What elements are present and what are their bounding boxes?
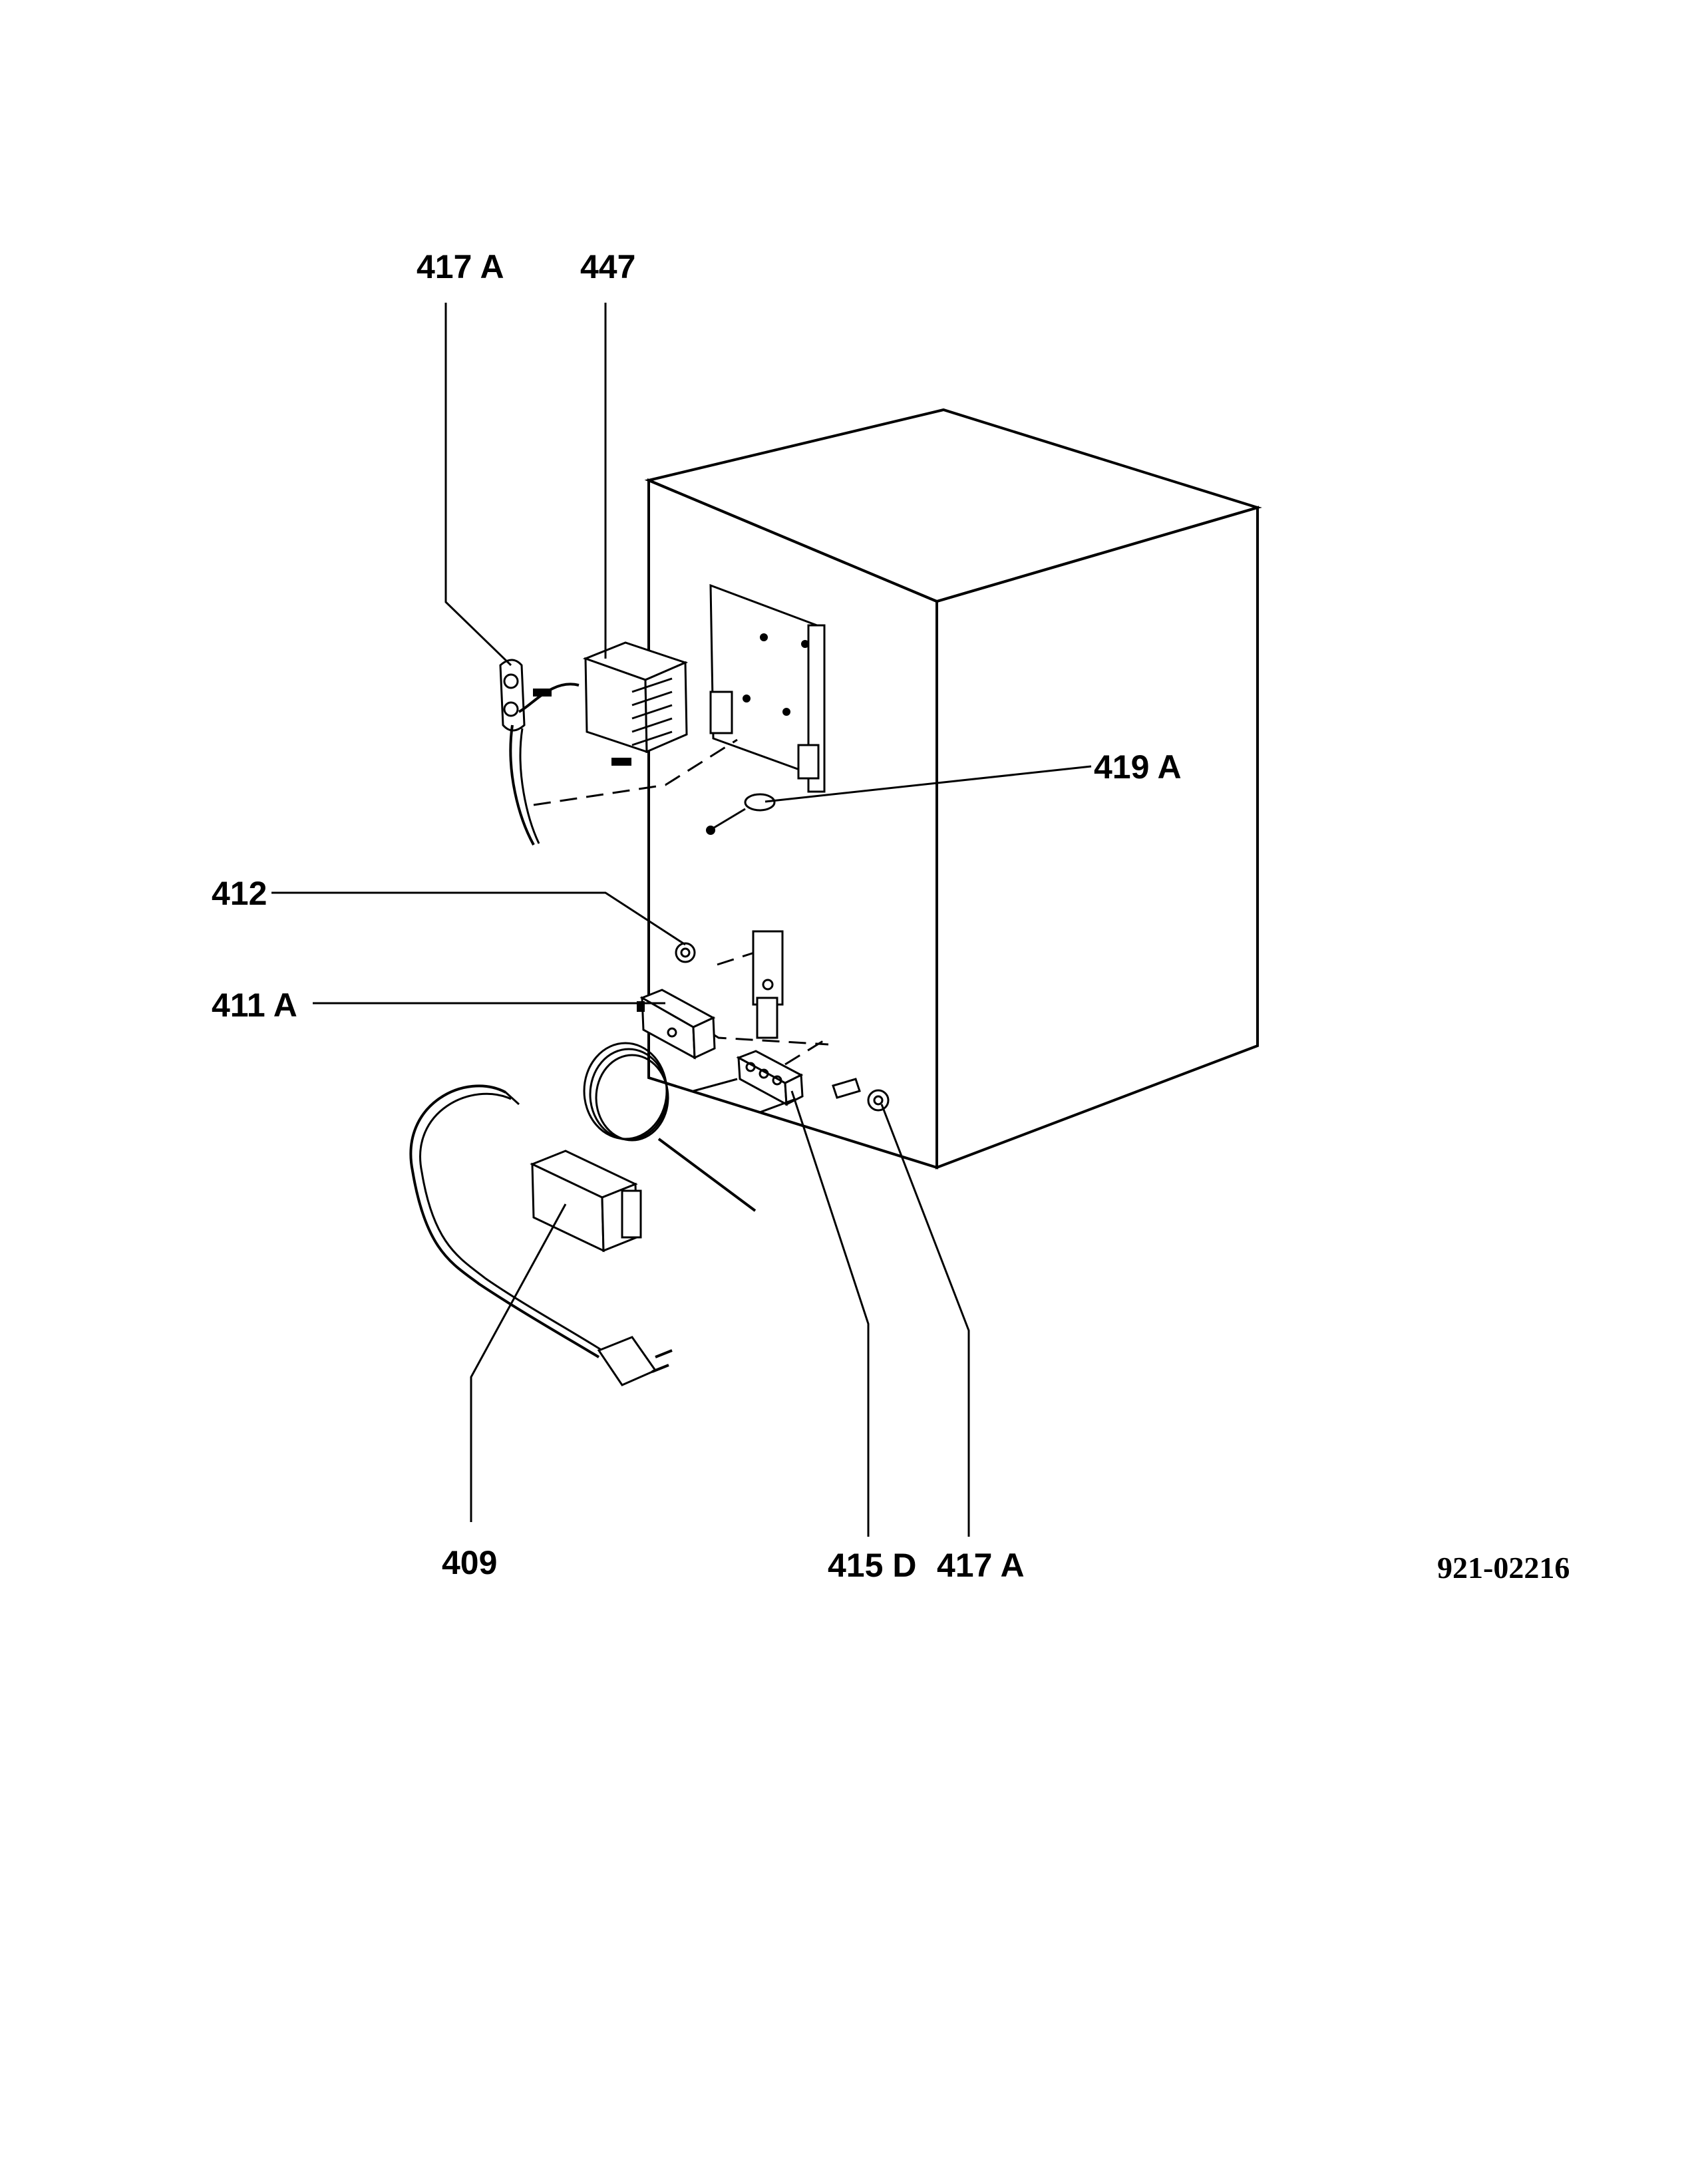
nut-412 <box>675 942 696 963</box>
label-415d: 415 D <box>828 1547 916 1584</box>
power-cord <box>409 1084 673 1386</box>
label-412: 412 <box>212 875 267 912</box>
label-409: 409 <box>442 1544 497 1581</box>
document-number: 921-02216 <box>1437 1551 1570 1585</box>
label-447: 447 <box>580 248 635 285</box>
clip-419a <box>706 793 776 835</box>
leader-lines <box>271 303 1092 1537</box>
mounting-bracket <box>709 583 826 793</box>
thermostat-bracket <box>752 930 784 1039</box>
label-419a: 419 A <box>1094 748 1182 786</box>
transformer-unit <box>533 641 689 766</box>
label-411a: 411 A <box>212 987 297 1024</box>
cable-clamp-top <box>499 659 580 846</box>
capillary-coil <box>583 1042 757 1212</box>
assembly-guides <box>533 738 829 1066</box>
label-417a-bottom: 417 A <box>937 1547 1025 1584</box>
terminal-block-415d <box>693 1050 804 1114</box>
ignition-module-409 <box>530 1150 642 1253</box>
label-417a-top: 417 A <box>417 248 504 285</box>
appliance-cabinet <box>644 408 1262 1170</box>
cable-clamp-bottom <box>832 1078 890 1112</box>
thermostat-411a <box>637 989 716 1060</box>
